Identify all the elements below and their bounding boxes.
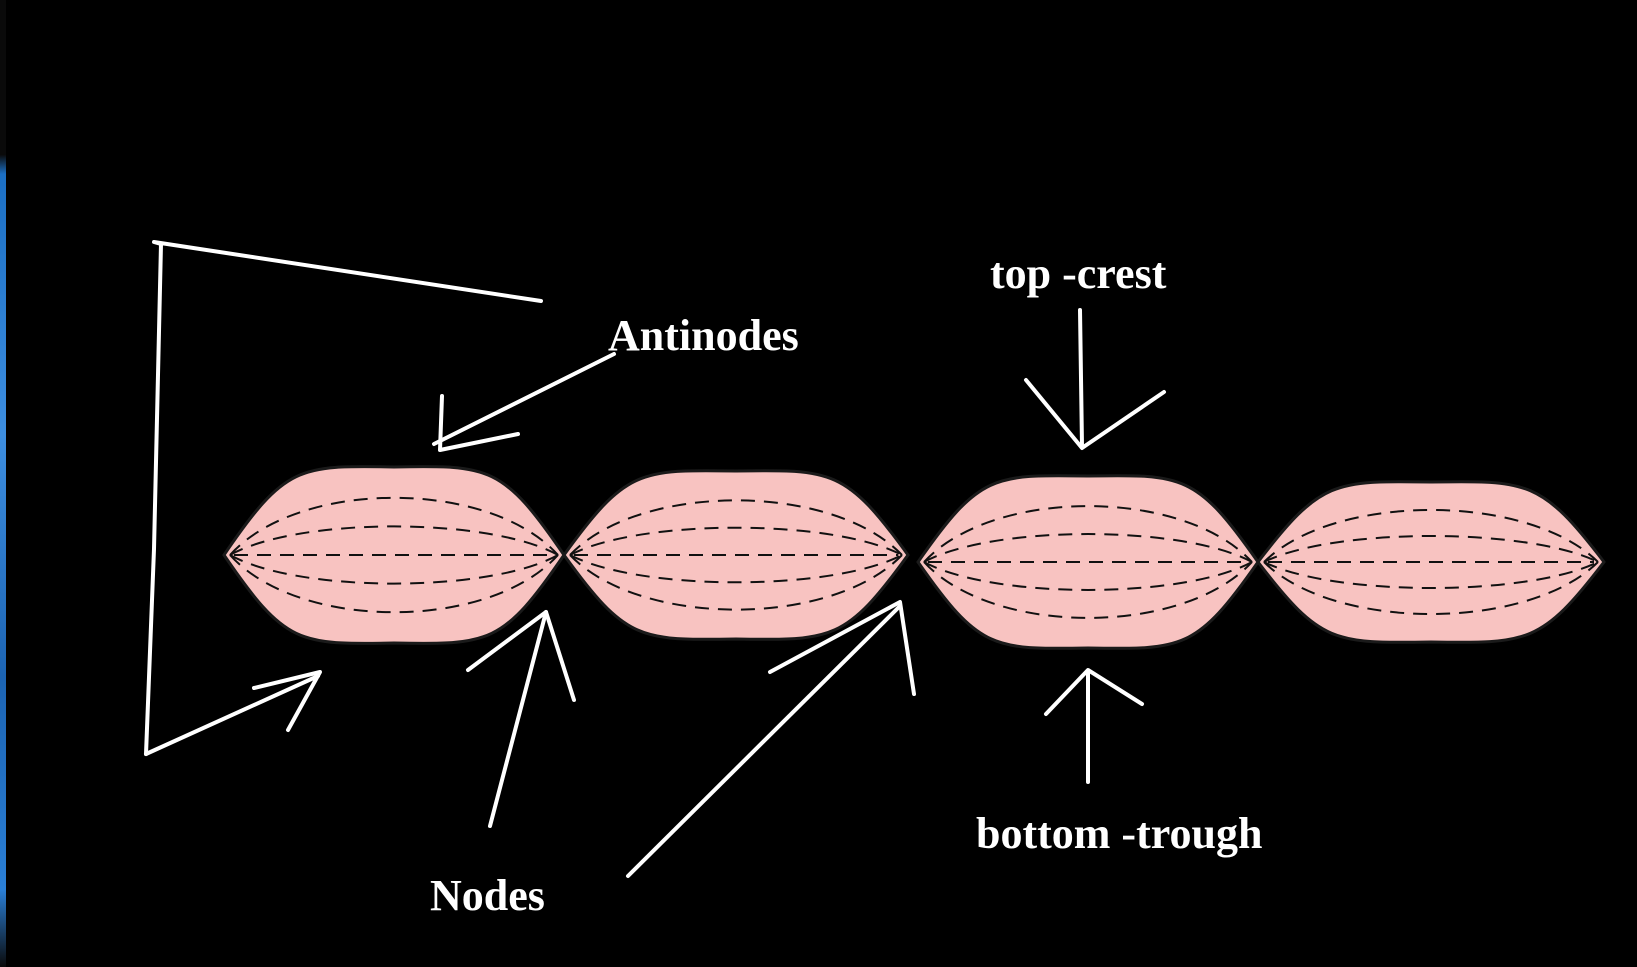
crest-arrowhead <box>1026 380 1164 448</box>
antinode-arrow-upper <box>434 354 614 444</box>
top-crest-label: top -crest <box>990 249 1167 298</box>
bottom-trough-label: bottom -trough <box>976 809 1262 858</box>
wave-loop-2 <box>564 471 908 640</box>
trough-arrowhead <box>1046 670 1142 714</box>
nodes-label: Nodes <box>430 871 545 920</box>
antinodes-label: Antinodes <box>608 311 799 360</box>
antinode-arrow-lower <box>146 676 318 754</box>
diagram-canvas: Antinodes top -crest bottom -trough Node… <box>6 4 1637 967</box>
crest-arrow <box>1080 310 1082 446</box>
standing-wave-diagram: Antinodes top -crest bottom -trough Node… <box>6 4 1637 967</box>
standing-wave-loops <box>224 467 1604 649</box>
node-arrow-2 <box>628 606 900 876</box>
wave-loop-3 <box>918 476 1258 649</box>
wave-loop-4 <box>1258 482 1604 643</box>
wave-loop-1 <box>224 467 564 644</box>
node-arrow-1 <box>490 612 546 826</box>
